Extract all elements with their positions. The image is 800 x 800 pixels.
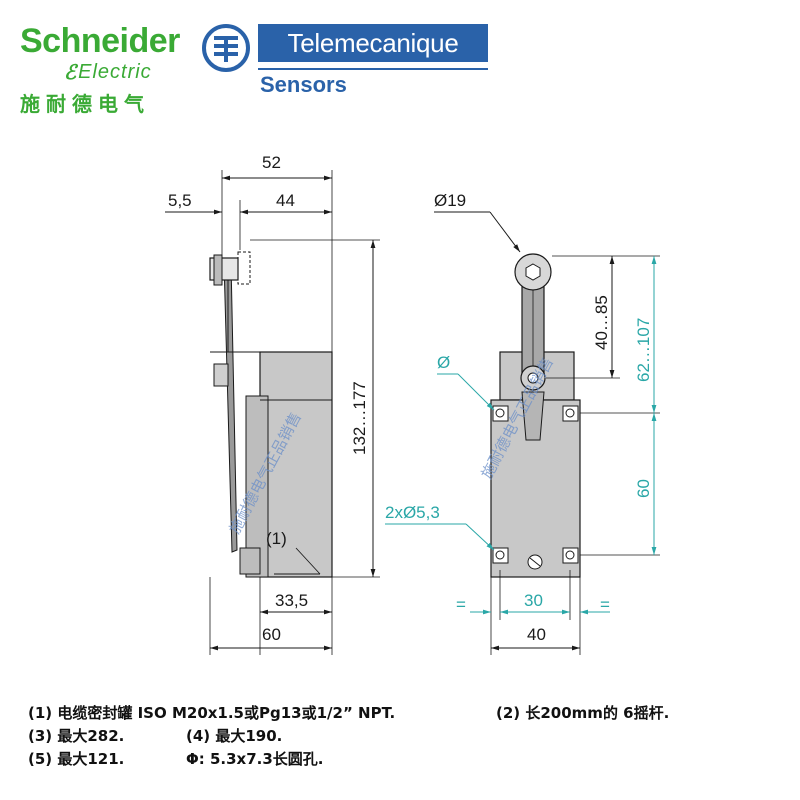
dim-52-label: 52 (262, 153, 281, 172)
dim-equal-left-label: = (456, 595, 466, 614)
mounting-holes (492, 405, 579, 570)
dim-60-side-label: 60 (262, 625, 281, 644)
callout-1-label: (1) (266, 529, 287, 548)
dim-hole-symbol-label: Ø (437, 353, 450, 372)
front-view: Ø19 40…85 62…107 60 Ø 2xØ5,3 (385, 191, 660, 655)
note-6: Φ: 5.3x7.3长圆孔. (186, 750, 324, 768)
dimension-drawing: 52 5,5 44 132…177 33,5 60 (1) (165, 153, 660, 655)
dim-44-label: 44 (276, 191, 295, 210)
header: Schneider ℰ Electric 施耐德电气 Telemecanique… (0, 0, 800, 116)
dim-132-177-label: 132…177 (350, 381, 369, 455)
side-head (245, 395, 269, 578)
telemecanique-emblem-icon (202, 24, 250, 72)
telemecanique-divider (258, 68, 488, 70)
note-5: (5) 最大121. (28, 750, 125, 768)
dim-62-107-label: 62…107 (634, 318, 653, 382)
note-4: (4) 最大190. (186, 727, 283, 745)
side-lever-arm (223, 261, 238, 553)
dim-40-85-label: 40…85 (592, 295, 611, 350)
dim-5-5-label: 5,5 (168, 191, 192, 210)
schneider-electric-label: Electric (78, 60, 152, 83)
sensors-label: Sensors (260, 72, 347, 97)
schneider-brand-name: Schneider (20, 22, 180, 60)
note-1: (1) 电缆密封罐 ISO M20x1.5或Pg13或1/2” NPT. (28, 704, 396, 722)
dim-30-label: 30 (524, 591, 543, 610)
dim-d19-label: Ø19 (434, 191, 466, 210)
schneider-logo: Schneider ℰ Electric 施耐德电气 (20, 24, 180, 117)
schneider-s-icon: ℰ (64, 60, 77, 84)
note-2: (2) 长200mm的 6摇杆. (496, 704, 670, 722)
dim-equal-right-label: = (600, 595, 610, 614)
side-view: 52 5,5 44 132…177 33,5 60 (1) (165, 153, 380, 655)
side-cable-gland (239, 547, 261, 575)
telemecanique-wordmark: Telemecanique (258, 24, 488, 62)
dim-mount-holes-label: 2xØ5,3 (385, 503, 440, 522)
note-3: (3) 最大282. (28, 727, 125, 745)
dim-33-5-label: 33,5 (275, 591, 308, 610)
dim-40-label: 40 (527, 625, 546, 644)
schneider-chinese-name: 施耐德电气 (20, 92, 150, 116)
dim-60-front-label: 60 (634, 479, 653, 498)
